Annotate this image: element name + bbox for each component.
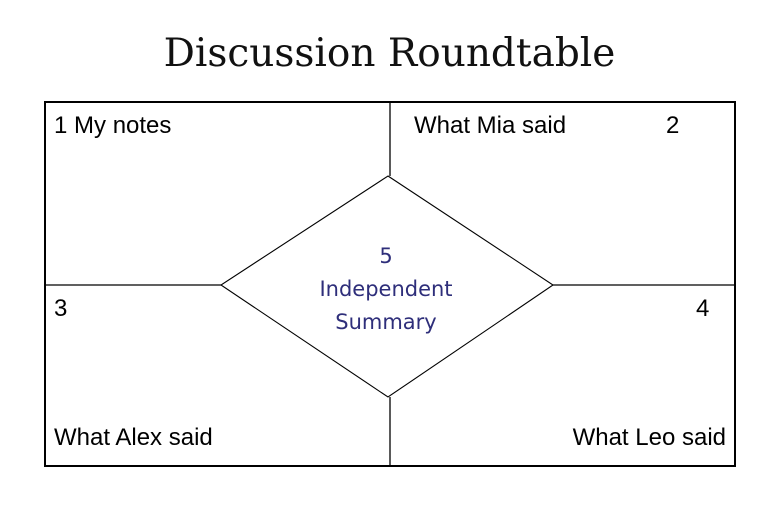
quadrant-3-text: What Alex said bbox=[54, 424, 213, 451]
quadrant-4-text: What Leo said bbox=[572, 424, 726, 451]
quadrant-3-number: 3 bbox=[54, 295, 68, 322]
center-summary: 5 Independent Summary bbox=[286, 240, 486, 339]
center-line-1: Independent bbox=[319, 277, 453, 301]
center-diamond bbox=[220, 175, 554, 398]
quadrant-1-label: 1 My notes bbox=[54, 114, 171, 138]
center-line-2: Summary bbox=[335, 310, 437, 334]
quadrant-1-text: My notes bbox=[74, 112, 172, 139]
quadrant-1-number: 1 bbox=[54, 112, 68, 139]
quadrant-2-text: What Mia said bbox=[414, 112, 567, 139]
page-title: Discussion Roundtable bbox=[163, 31, 616, 76]
quadrant-4-number: 4 bbox=[696, 295, 710, 322]
center-number: 5 bbox=[379, 244, 393, 268]
quadrant-2-number: 2 bbox=[666, 112, 680, 139]
